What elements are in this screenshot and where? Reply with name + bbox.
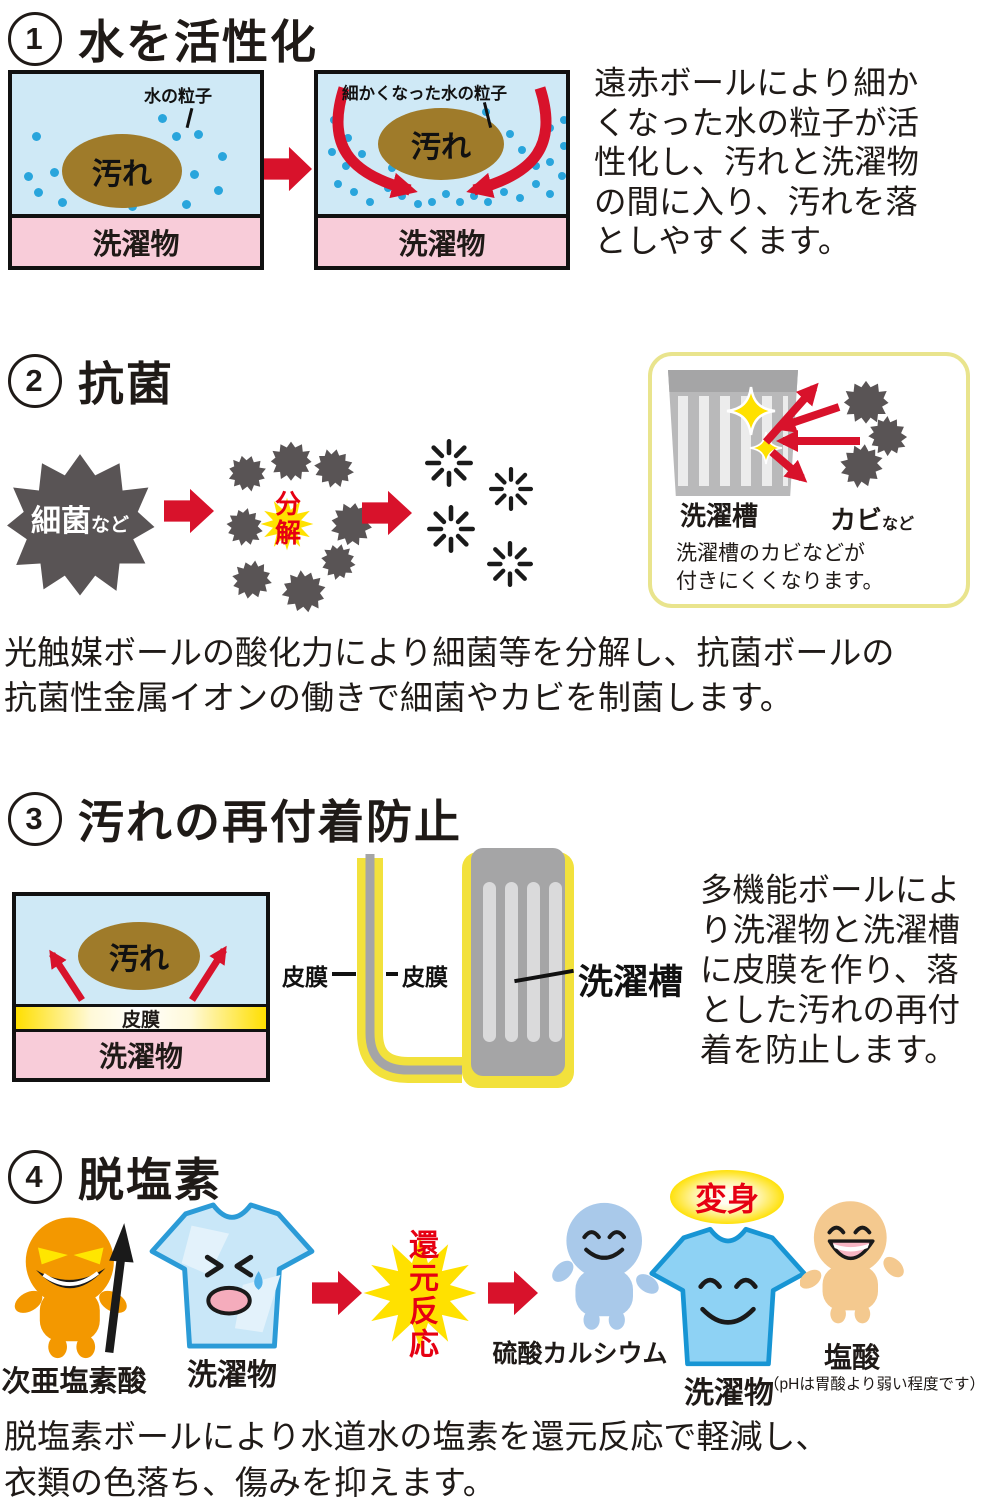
section2-title-text: 抗菌	[78, 358, 174, 410]
bacteria-label: 細菌など	[30, 505, 129, 538]
laundry-label: 洗濯物	[398, 229, 486, 261]
laundry-before-label: 洗濯物	[187, 1359, 277, 1392]
water-area: 汚れ	[16, 896, 266, 1004]
film-label-left: 皮膜	[282, 964, 328, 990]
dissolve-burst-icon	[486, 540, 534, 588]
fine-particle-label: 細かくなった水の粒子	[342, 85, 507, 103]
section4-description: 脱塩素ボールにより水道水の塩素を還元反応で軽減し、 衣類の色落ち、傷みを抑えます…	[4, 1418, 829, 1500]
film-pointer-line	[386, 972, 398, 976]
water-area: 汚れ 水の粒子	[12, 74, 260, 214]
tub-label: 洗濯槽	[578, 963, 684, 1002]
section4-title: 4 脱塩素	[8, 1144, 222, 1210]
diagram-before-wash: 汚れ 水の粒子 洗濯物	[8, 70, 264, 270]
dirt-oval: 汚れ	[78, 922, 200, 990]
calcium-label: 硫酸カルシウム	[492, 1340, 668, 1368]
dirt-label: 汚れ	[109, 943, 169, 976]
circled-number-1: 1	[8, 12, 62, 66]
reduction-label: 還元反応	[404, 1229, 437, 1361]
circled-number-3: 3	[8, 792, 62, 846]
film-pointer-line	[332, 972, 356, 976]
antibacterial-result-box: 洗濯槽 カビなど 洗濯槽のカビなどが 付きにくくなります。	[648, 352, 970, 608]
water-area: 汚れ 細かくなった水の粒子	[318, 74, 566, 214]
acid-character	[800, 1201, 904, 1324]
laundry-after-label: 洗濯物	[684, 1377, 774, 1410]
laundry-label: 洗濯物	[92, 229, 180, 261]
dissolve-burst-icon	[424, 438, 474, 488]
film-label: 皮膜	[121, 1009, 160, 1031]
section4-title-text: 脱塩素	[78, 1154, 222, 1206]
right-arrow-icon	[488, 1270, 538, 1316]
diagram-film-protection: 汚れ 皮膜 洗濯物	[12, 892, 270, 1082]
laundry-label: 洗濯物	[98, 1041, 183, 1072]
sad-laundry-character	[149, 1202, 315, 1349]
dirt-label: 汚れ	[411, 131, 471, 164]
section3-title: 3 汚れの再付着防止	[8, 786, 462, 852]
tub-cross-section	[357, 848, 574, 1088]
section1-title-text: 水を活性化	[78, 16, 318, 68]
dissolve-burst-icon	[488, 466, 534, 512]
ph-note: （pHは胃酸より弱い程度です）	[764, 1376, 986, 1393]
calcium-character	[552, 1202, 659, 1330]
dirt-label: 汚れ	[92, 158, 152, 191]
right-arrow-icon	[164, 488, 214, 534]
decompose-cluster: 分解	[221, 438, 376, 619]
particle-pointer-line	[185, 107, 194, 129]
bacteria-blob-icon: 細菌など	[4, 436, 156, 612]
section1-description: 遠赤ボールにより細か くなった水の粒子が活 性化し、汚れと洗濯物 の間に入り、汚…	[594, 65, 920, 259]
acid-label: 塩酸	[823, 1342, 880, 1373]
reduction-starburst: 還元反応	[358, 1205, 482, 1381]
film-label-right: 皮膜	[402, 964, 448, 990]
repel-arrows-icon	[763, 382, 860, 483]
water-particle-dots	[32, 132, 41, 141]
result-caption: 洗濯槽のカビなどが 付きにくくなります。	[676, 542, 884, 593]
film-band: 皮膜	[16, 1004, 266, 1032]
section1-title: 1 水を活性化	[8, 6, 318, 72]
circled-number-4: 4	[8, 1150, 62, 1204]
dirt-oval: 汚れ	[62, 134, 182, 208]
circled-number-2: 2	[8, 354, 62, 408]
laundry-band: 洗濯物	[318, 214, 566, 266]
repel-arrows-icon	[49, 945, 227, 1002]
tub-label: 洗濯槽	[680, 501, 759, 531]
decompose-starburst: 分解	[258, 476, 316, 572]
happy-laundry-character	[649, 1226, 807, 1367]
mold-label: カビなど	[830, 505, 915, 535]
section3-title-text: 汚れの再付着防止	[78, 796, 462, 848]
particle-label: 水の粒子	[144, 87, 212, 106]
section2-description: 光触媒ボールの酸化力により細菌等を分解し、抗菌ボールの 抗菌性金属イオンの働きで…	[4, 634, 895, 716]
right-arrow-icon	[264, 146, 312, 192]
decompose-label: 分解	[271, 490, 302, 548]
tub-rim	[668, 370, 798, 392]
dissolve-burst-icon	[426, 504, 476, 554]
section2-title: 2 抗菌	[8, 348, 174, 414]
laundry-band: 洗濯物	[12, 214, 260, 266]
swirl-arrows-icon	[332, 86, 552, 199]
dirt-oval: 汚れ	[378, 108, 504, 180]
transform-label: 変身	[694, 1181, 759, 1217]
laundry-band: 洗濯物	[16, 1032, 266, 1078]
diagram-after-wash: 汚れ 細かくなった水の粒子 洗濯物	[314, 70, 570, 270]
right-arrow-icon	[312, 1270, 362, 1316]
transform-badge: 変身	[670, 1170, 784, 1224]
hypochlorous-label: 次亜塩素酸	[1, 1366, 147, 1398]
section3-description: 多機能ボールによ り洗濯物と洗濯槽 に皮膜を作り、落 とした汚れの再付 着を防止…	[700, 872, 961, 1068]
hypochlorous-character	[14, 1217, 134, 1359]
